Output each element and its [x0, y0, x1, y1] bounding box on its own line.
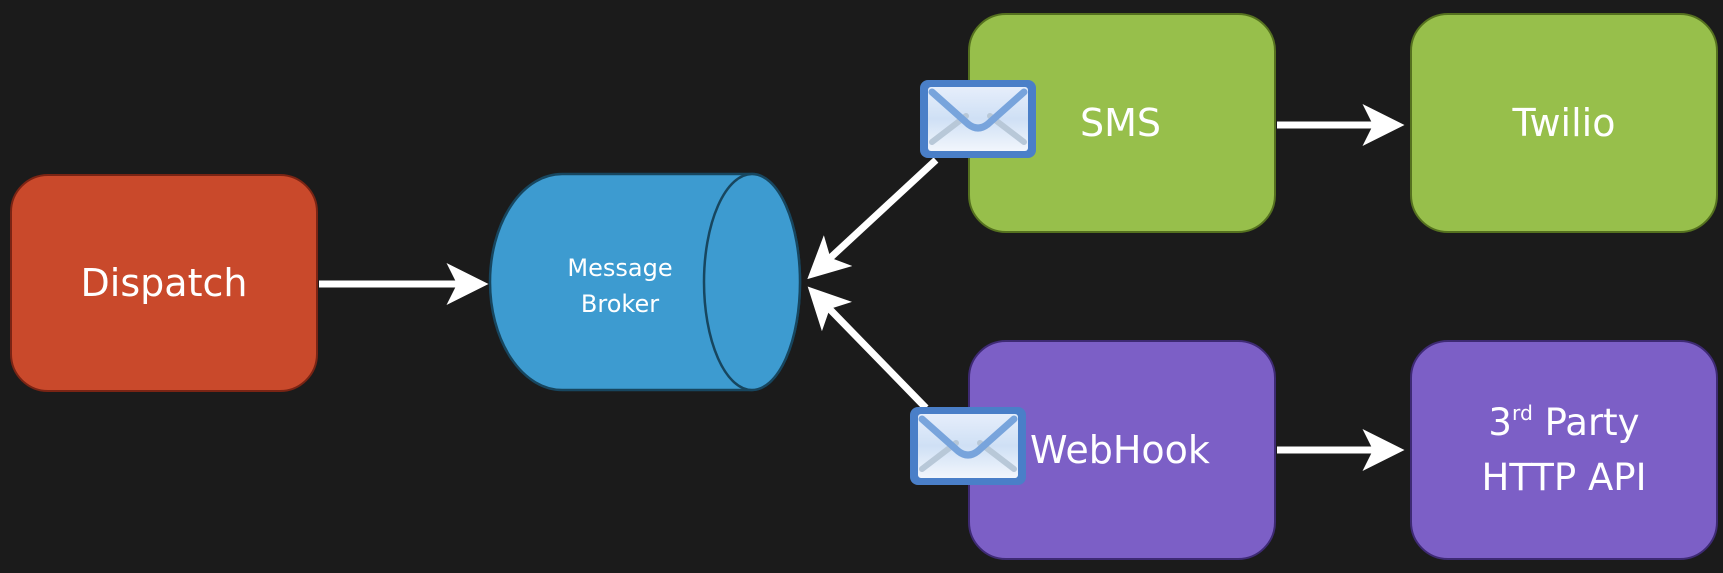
- arrow-sms-to-broker: [807, 157, 939, 280]
- dispatch-label: Dispatch: [80, 261, 248, 305]
- webhook-node: WebHook: [968, 340, 1276, 560]
- message-broker-label: Message Broker: [520, 250, 720, 322]
- broker-label-line2: Broker: [580, 290, 660, 318]
- twilio-label: Twilio: [1512, 101, 1616, 145]
- api-label-line1: 3rd Party: [1488, 400, 1640, 444]
- arrow-webhook-to-broker: [807, 286, 929, 411]
- envelope-icon: [910, 407, 1026, 485]
- sms-label: SMS: [1080, 101, 1162, 145]
- webhook-label: WebHook: [1030, 428, 1210, 472]
- third-party-api-node: 3rd Party HTTP API: [1410, 340, 1718, 560]
- dispatch-node: Dispatch: [10, 174, 318, 392]
- broker-label-line1: Message: [567, 254, 673, 282]
- twilio-node: Twilio: [1410, 13, 1718, 233]
- api-label-line2: HTTP API: [1481, 456, 1647, 499]
- envelope-icon: [920, 80, 1036, 158]
- message-broker-cylinder: [488, 172, 802, 392]
